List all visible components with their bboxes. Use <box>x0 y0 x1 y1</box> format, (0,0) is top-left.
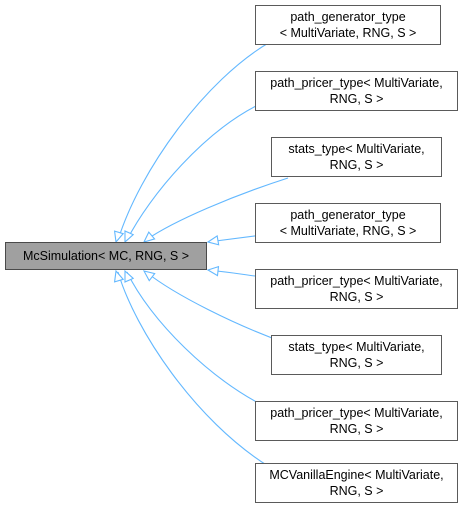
node-label-line: stats_type< MultiVariate, <box>288 142 425 156</box>
node-label-line: RNG, S > <box>329 484 384 498</box>
edge-stats-type-2 <box>142 270 289 345</box>
edge-line <box>117 271 269 467</box>
arrowhead-icon <box>142 231 156 243</box>
node-label-line: RNG, S > <box>329 422 384 436</box>
arrowhead-icon <box>206 234 220 246</box>
edge-path-pricer-type-3 <box>124 269 271 410</box>
arrowhead-icon <box>124 269 135 283</box>
edge-line <box>126 102 263 241</box>
node-label-line: path_pricer_type< MultiVariate, <box>270 406 443 420</box>
node-path-generator-type-1[interactable]: path_generator_type < MultiVariate, RNG,… <box>255 5 441 45</box>
arrowhead-icon <box>124 230 135 244</box>
arrowhead-icon <box>206 265 220 277</box>
node-label-line: MCVanillaEngine< MultiVariate, <box>269 468 444 482</box>
node-mcsimulation[interactable]: McSimulation< MC, RNG, S > <box>5 242 207 270</box>
node-label-line: path_generator_type <box>290 10 406 24</box>
edge-line <box>145 271 289 345</box>
edge-path-pricer-type-1 <box>124 102 263 244</box>
edge-stats-type-1 <box>142 177 289 243</box>
edge-path-pricer-type-2 <box>206 265 256 277</box>
node-path-pricer-type-2[interactable]: path_pricer_type< MultiVariate, RNG, S > <box>255 269 458 309</box>
node-label-line: < MultiVariate, RNG, S > <box>279 26 417 40</box>
edge-mcvanillaengine <box>113 269 269 467</box>
edge-line <box>126 271 271 410</box>
edge-line <box>117 41 271 241</box>
arrowhead-icon <box>142 270 156 282</box>
node-label-line: RNG, S > <box>329 290 384 304</box>
node-stats-type-1[interactable]: stats_type< MultiVariate, RNG, S > <box>271 137 442 177</box>
arrowhead-icon <box>113 269 125 283</box>
node-label-line: path_pricer_type< MultiVariate, <box>270 76 443 90</box>
node-path-generator-type-2[interactable]: path_generator_type < MultiVariate, RNG,… <box>255 203 441 243</box>
node-label-line: RNG, S > <box>329 92 384 106</box>
arrowhead-icon <box>113 230 125 244</box>
edge-line <box>145 177 289 241</box>
node-label-line: path_generator_type <box>290 208 406 222</box>
node-stats-type-2[interactable]: stats_type< MultiVariate, RNG, S > <box>271 335 442 375</box>
node-label-line: stats_type< MultiVariate, <box>288 340 425 354</box>
node-label-line: path_pricer_type< MultiVariate, <box>270 274 443 288</box>
node-mcvanillaengine[interactable]: MCVanillaEngine< MultiVariate, RNG, S > <box>255 463 458 503</box>
node-path-pricer-type-3[interactable]: path_pricer_type< MultiVariate, RNG, S > <box>255 401 458 441</box>
node-label-line: < MultiVariate, RNG, S > <box>279 224 417 238</box>
edge-path-generator-type-1 <box>113 41 271 244</box>
node-label-line: RNG, S > <box>329 356 384 370</box>
node-label-line: McSimulation< MC, RNG, S > <box>22 249 189 263</box>
node-label-line: RNG, S > <box>329 158 384 172</box>
node-path-pricer-type-1[interactable]: path_pricer_type< MultiVariate, RNG, S > <box>255 71 458 111</box>
